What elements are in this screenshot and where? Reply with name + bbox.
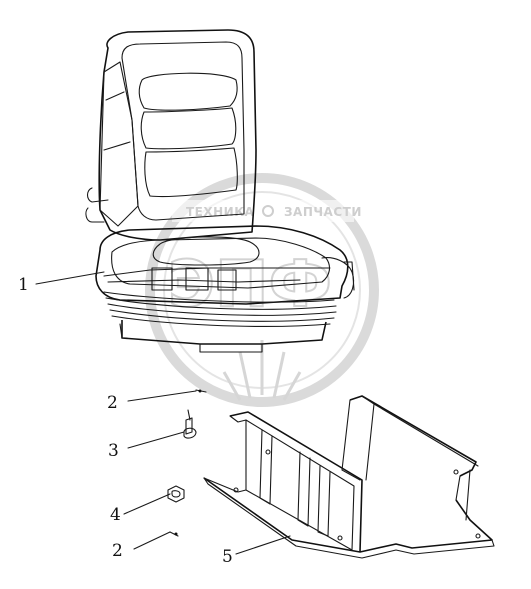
callout-4: 4 [110,505,121,525]
washer-part [183,409,197,439]
callout-5: 5 [222,547,233,567]
gear-icon [262,205,274,217]
leader-lines [35,271,291,555]
leader-line-4 [123,493,171,515]
leader-line-1 [35,271,105,285]
watermark-letters: ЭПФ [168,248,332,322]
watermark-text-right: ЗАПЧАСТИ [284,205,362,219]
bolt-upper [195,389,207,393]
nut-part [167,485,185,503]
callout-3: 3 [108,441,119,461]
callout-2-upper: 2 [107,393,118,413]
callout-1: 1 [18,275,29,295]
leader-line-3 [127,431,185,449]
watermark-logo: ТЕХНИКА ЗАПЧАСТИ ЭПФ [145,173,379,407]
leader-line-2-upper [127,390,197,402]
leader-line-5 [235,535,291,555]
mounting-bracket [203,395,495,559]
callout-2-lower: 2 [112,541,123,561]
watermark-text-left: ТЕХНИКА [186,205,255,219]
bolt-lower [169,531,179,537]
seat-assembly [85,29,355,353]
wheat-icon [222,340,302,401]
leader-line-2-lower [133,531,171,550]
callout-labels: 1 2 3 4 2 5 [18,275,233,567]
